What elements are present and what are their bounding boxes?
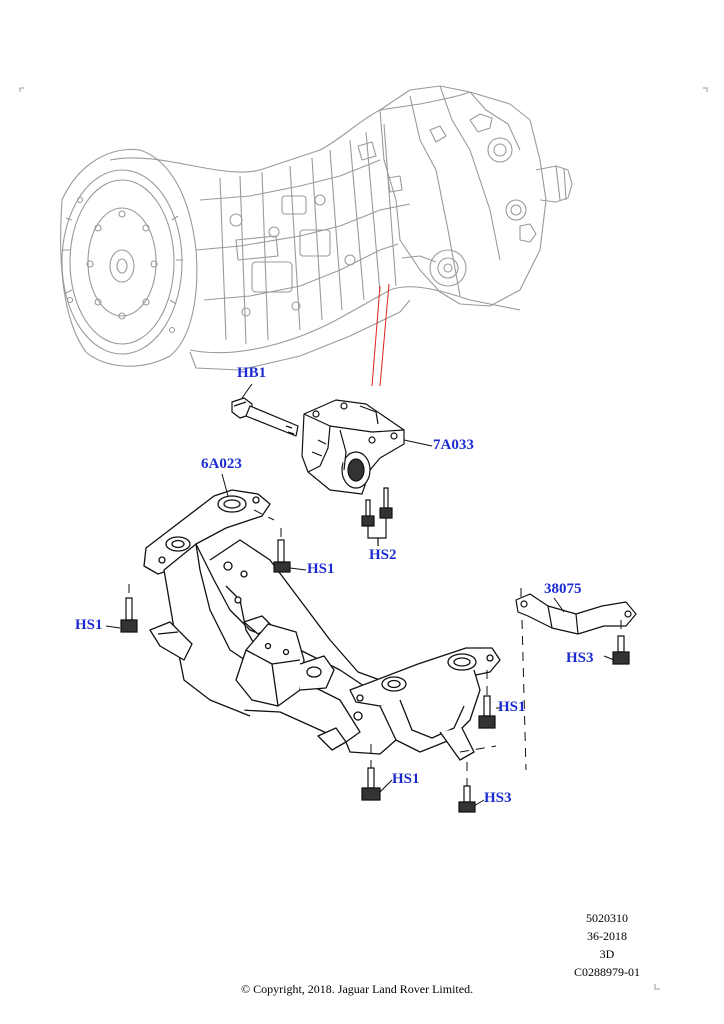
mount-leader-lines — [371, 283, 390, 387]
callout-6a023[interactable]: 6A023 — [201, 456, 242, 472]
diagram-reference-info: 5020310 36-2018 3D C0288979-01 — [574, 909, 640, 981]
corner-mark — [703, 87, 708, 92]
callout-hs1-top[interactable]: HS1 — [307, 561, 335, 577]
hs3-bolt-right — [612, 635, 630, 665]
hs1-bolt-bottom — [361, 767, 381, 801]
corner-mark — [19, 87, 24, 92]
reference-view: 3D — [599, 947, 615, 961]
callout-hs3-right[interactable]: HS3 — [566, 650, 594, 666]
hs3-bolt-bottom — [458, 785, 476, 813]
bracket-38075 — [515, 593, 637, 635]
crossmember-6a023 — [143, 489, 501, 761]
assembly-guide-lines — [128, 509, 622, 786]
callout-leaders — [105, 383, 615, 807]
reference-code: 5020310 — [586, 911, 628, 925]
callout-hs2[interactable]: HS2 — [369, 547, 397, 563]
transmission-mount-7a033 — [301, 399, 405, 495]
hs2-bolts — [361, 487, 393, 546]
transmission-assembly — [60, 85, 573, 371]
callout-7a033[interactable]: 7A033 — [433, 437, 474, 453]
corner-mark — [654, 984, 660, 990]
reference-id: C0288979-01 — [574, 965, 640, 979]
hb1-bolt — [231, 397, 299, 437]
copyright-notice: © Copyright, 2018. Jaguar Land Rover Lim… — [241, 982, 474, 996]
callout-hb1[interactable]: HB1 — [237, 365, 267, 381]
callout-hs1-right[interactable]: HS1 — [498, 699, 526, 715]
hs1-bolt-right — [478, 695, 496, 729]
hs1-bolt-top — [273, 539, 291, 573]
reference-date: 36-2018 — [587, 929, 627, 943]
callout-38075[interactable]: 38075 — [544, 581, 582, 597]
callout-hs1-left[interactable]: HS1 — [75, 617, 103, 633]
callout-hs3-bottom[interactable]: HS3 — [484, 790, 512, 806]
callout-hs1-bottom[interactable]: HS1 — [392, 771, 420, 787]
hs1-bolt-left — [120, 597, 138, 633]
